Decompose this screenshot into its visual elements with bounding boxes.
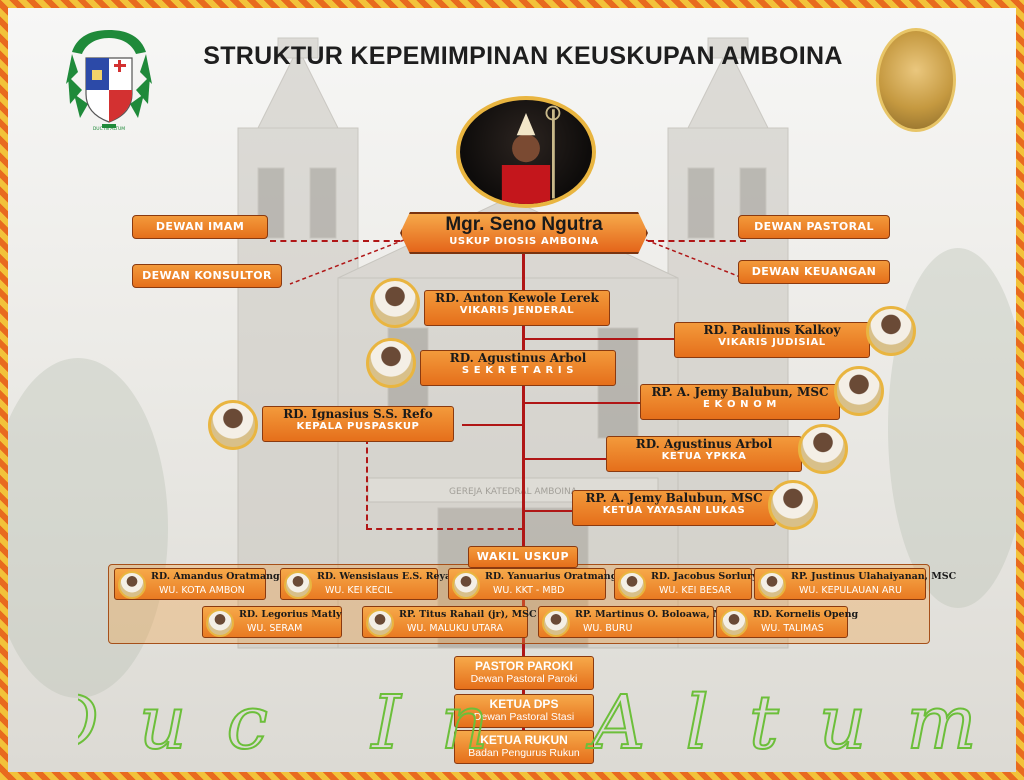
bishop-box: Mgr. Seno Ngutra USKUP DIOSIS AMBOINA <box>400 212 648 254</box>
wakil-photo <box>758 571 786 599</box>
council-dewan-pastoral: DEWAN PASTORAL <box>738 215 890 239</box>
officer-photo <box>370 278 420 328</box>
dashed-connector <box>645 239 749 281</box>
motto-script: Duc In Altum <box>78 679 978 767</box>
officer-photo <box>768 480 818 530</box>
council-dewan-imam: DEWAN IMAM <box>132 215 268 239</box>
connector <box>462 424 524 426</box>
bishop-role: USKUP DIOSIS AMBOINA <box>449 236 599 247</box>
wakil-photo <box>618 571 646 599</box>
dashed-connector <box>289 239 405 285</box>
emblem-motto: DUC IN ALTUM <box>93 126 125 132</box>
connector <box>524 402 648 404</box>
officer-photo <box>866 306 916 356</box>
officer-photo <box>834 366 884 416</box>
wakil-photo <box>720 609 748 637</box>
chart-canvas: GEREJA KATEDRAL AMBOINA DUC IN ALTUM STR… <box>8 8 1016 772</box>
wakil-photo <box>118 571 146 599</box>
wakil-photo <box>542 609 570 637</box>
wakil-photo <box>284 571 312 599</box>
connector <box>524 458 614 460</box>
officer-photo <box>208 400 258 450</box>
diocese-coat-of-arms: DUC IN ALTUM <box>66 30 152 132</box>
wakil-photo <box>366 609 394 637</box>
connector <box>522 690 525 696</box>
connector <box>524 338 684 340</box>
patron-saint-medallion <box>876 28 956 132</box>
hierarchy-spine <box>522 254 525 662</box>
dashed-connector <box>366 438 368 530</box>
council-dewan-konsultor: DEWAN KONSULTOR <box>132 264 282 288</box>
wakil-uskup-title: WAKIL USKUP <box>468 546 578 568</box>
council-dewan-keuangan: DEWAN KEUANGAN <box>738 260 890 284</box>
wakil-photo <box>206 609 234 637</box>
church-sign: GEREJA KATEDRAL AMBOINA <box>449 487 578 497</box>
wakil-photo <box>452 571 480 599</box>
page-title: STRUKTUR KEPEMIMPINAN KEUSKUPAN AMBOINA <box>203 42 843 70</box>
officer-photo <box>798 424 848 474</box>
dashed-connector <box>270 240 400 242</box>
connector <box>524 510 580 512</box>
dashed-connector <box>648 240 746 242</box>
bishop-name: Mgr. Seno Ngutra <box>445 214 603 235</box>
bishop-portrait <box>456 96 596 208</box>
officer-photo <box>366 338 416 388</box>
motto-text: Duc In Altum <box>78 680 978 766</box>
dashed-connector <box>366 528 524 530</box>
